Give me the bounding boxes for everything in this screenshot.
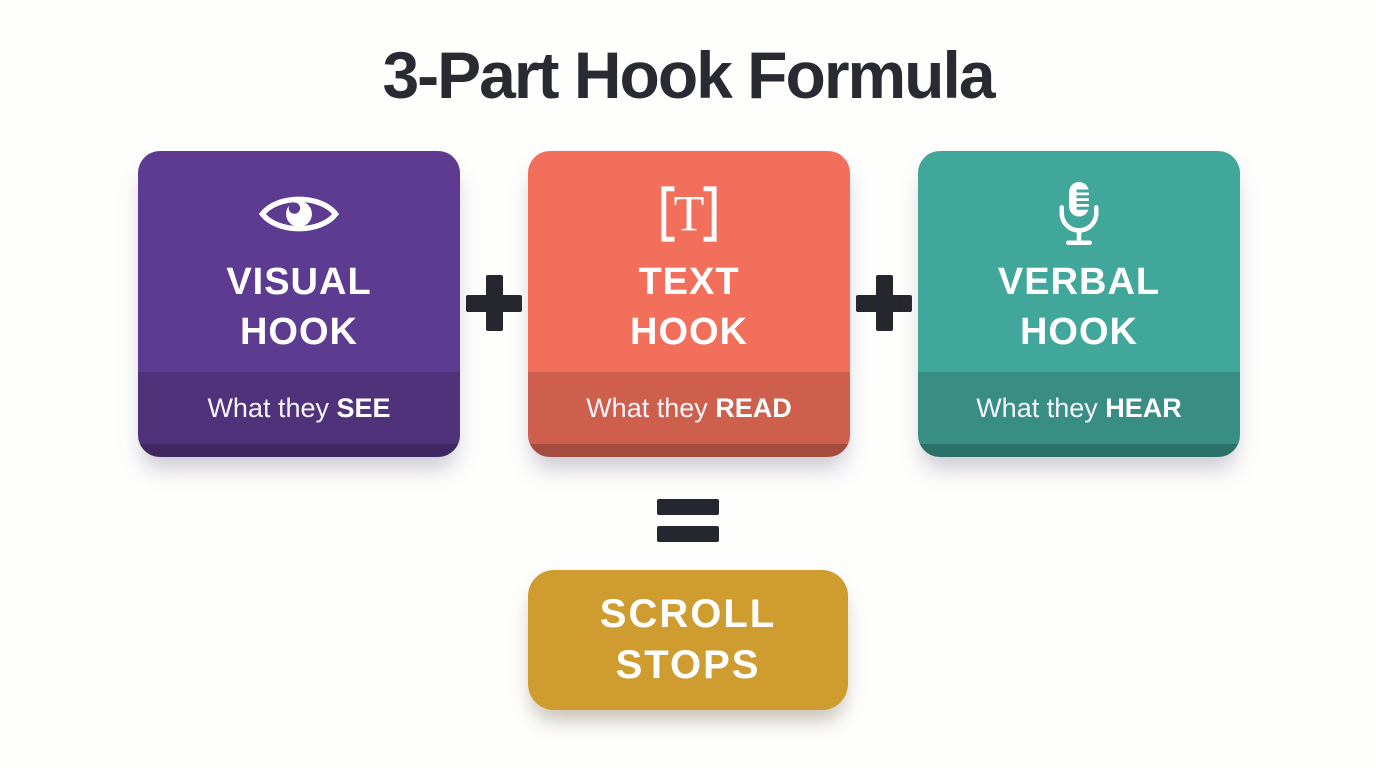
scroll-stops-line1: SCROLL	[599, 591, 777, 636]
verbal-hook-body: VERBAL HOOK	[918, 151, 1240, 372]
text-hook-bottom-edge	[528, 444, 850, 457]
svg-text:T: T	[674, 185, 705, 241]
visual-hook-footer-text: What they SEE	[207, 392, 391, 423]
verbal-hook-title: VERBAL HOOK	[998, 257, 1160, 357]
text-hook-card: T TEXT HOOK What they READ	[528, 151, 850, 457]
text-hook-body: T TEXT HOOK	[528, 151, 850, 372]
text-hook-title-line2: HOOK	[630, 311, 748, 354]
scroll-stops-card: SCROLL STOPS	[528, 570, 848, 710]
text-cursor-icon: T	[657, 181, 721, 247]
eye-icon	[259, 181, 339, 247]
page-title: 3-Part Hook Formula	[382, 38, 995, 112]
visual-hook-body: VISUAL HOOK	[138, 151, 460, 372]
microphone-icon	[1056, 181, 1102, 247]
verbal-hook-title-line2: HOOK	[1019, 311, 1138, 354]
verbal-hook-title-line1: VERBAL	[997, 261, 1161, 303]
text-hook-footer-text: What they READ	[586, 392, 792, 423]
text-hook-footer: What they READ	[528, 372, 850, 444]
plus-icon	[856, 275, 912, 331]
visual-hook-title: VISUAL HOOK	[226, 257, 371, 357]
visual-hook-footer: What they SEE	[138, 372, 460, 444]
visual-hook-card: VISUAL HOOK What they SEE	[138, 151, 460, 457]
plus-icon	[466, 275, 522, 331]
scroll-stops-line2: STOPS	[615, 643, 761, 687]
verbal-hook-footer-text: What they HEAR	[976, 392, 1182, 423]
text-hook-title-line1: TEXT	[638, 261, 740, 303]
text-hook-title: TEXT HOOK	[630, 257, 748, 357]
visual-hook-title-line2: HOOK	[239, 311, 358, 354]
verbal-hook-card: VERBAL HOOK What they HEAR	[918, 151, 1240, 457]
visual-hook-bottom-edge	[138, 444, 460, 457]
verbal-hook-bottom-edge	[918, 444, 1240, 457]
verbal-hook-footer: What they HEAR	[918, 372, 1240, 444]
equals-icon	[657, 499, 719, 542]
visual-hook-title-line1: VISUAL	[226, 261, 372, 303]
